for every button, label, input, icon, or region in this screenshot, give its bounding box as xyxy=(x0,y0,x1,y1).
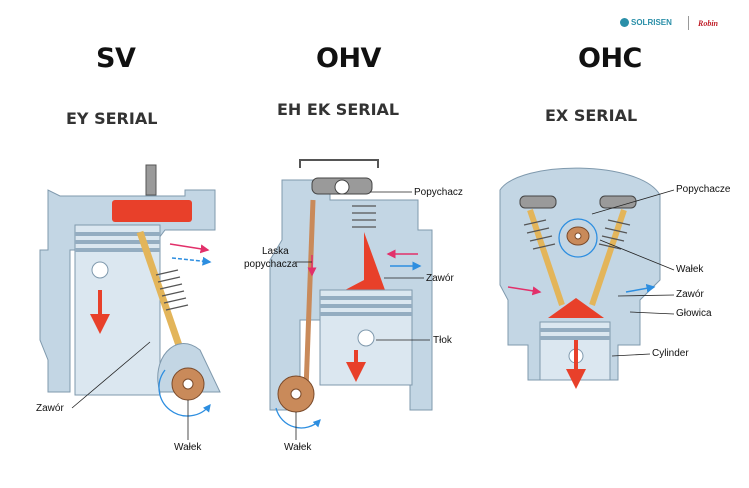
sun-icon xyxy=(620,18,629,27)
label-ohv-shaft: Wałek xyxy=(284,442,312,453)
title-sv: SV xyxy=(96,43,136,74)
brand-name-robin: Robin xyxy=(698,19,719,28)
label-ohv-tappet: Popychacz xyxy=(414,187,463,198)
label-ohc-tappet: Popychacze xyxy=(676,184,731,195)
series-ohv: EH EK SERIAL xyxy=(277,100,400,119)
label-ohv-pushrod-2: popychacza xyxy=(244,259,298,270)
label-sv-shaft: Wałek xyxy=(174,442,202,453)
series-sv: EY SERIAL xyxy=(66,109,158,128)
label-ohc-valve: Zawór xyxy=(676,289,704,300)
ohv-engine xyxy=(269,159,433,440)
brand-logo: SOLRISEN Robin xyxy=(620,16,730,32)
label-ohc-head: Głowica xyxy=(676,308,712,319)
label-ohc-cylinder: Cylinder xyxy=(652,348,689,359)
label-ohv-pushrod-1: Laska xyxy=(262,246,289,257)
label-ohc-shaft: Wałek xyxy=(676,264,704,275)
ohc-engine xyxy=(499,167,675,389)
label-ohv-piston: Tłok xyxy=(433,335,452,346)
brand-name-solrisen: SOLRISEN xyxy=(631,18,672,27)
title-ohv: OHV xyxy=(316,43,381,74)
title-ohc: OHC xyxy=(578,43,642,74)
label-sv-valve: Zawór xyxy=(36,403,64,414)
series-ohc: EX SERIAL xyxy=(545,106,638,125)
divider xyxy=(688,16,689,30)
label-ohv-valve: Zawór xyxy=(426,273,454,284)
sv-engine xyxy=(39,164,221,440)
